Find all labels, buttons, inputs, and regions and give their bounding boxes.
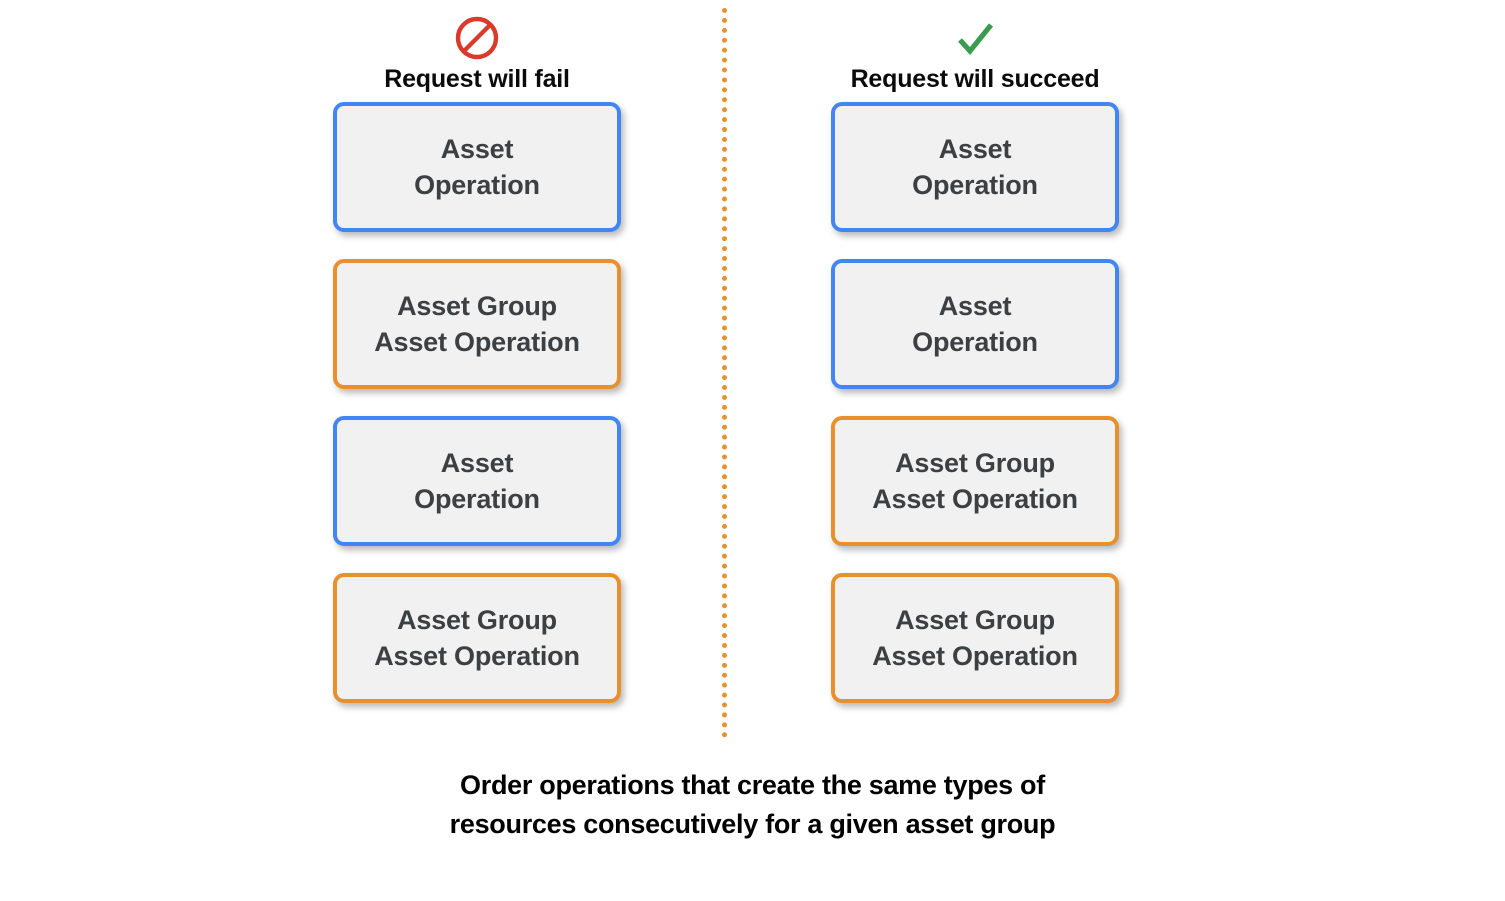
column-fail-title: Request will fail bbox=[384, 65, 570, 93]
card-label: Asset Operation bbox=[414, 134, 540, 200]
caption-line-2: resources consecutively for a given asse… bbox=[449, 809, 1056, 839]
card-label: Asset Operation bbox=[912, 291, 1038, 357]
column-succeed: Request will succeed Asset Operation Ass… bbox=[827, 14, 1123, 703]
column-fail: Request will fail Asset Operation Asset … bbox=[329, 14, 625, 703]
card-succeed-4: Asset Group Asset Operation bbox=[831, 573, 1119, 703]
card-label: Asset Operation bbox=[912, 134, 1038, 200]
card-label: Asset Group Asset Operation bbox=[872, 605, 1078, 671]
card-label: Asset Group Asset Operation bbox=[872, 448, 1078, 514]
card-fail-4: Asset Group Asset Operation bbox=[333, 573, 621, 703]
card-succeed-3: Asset Group Asset Operation bbox=[831, 416, 1119, 546]
diagram-caption: Order operations that create the same ty… bbox=[0, 766, 1505, 844]
card-label: Asset Group Asset Operation bbox=[374, 605, 580, 671]
check-icon bbox=[958, 23, 994, 55]
card-fail-2: Asset Group Asset Operation bbox=[333, 259, 621, 389]
column-succeed-title: Request will succeed bbox=[850, 65, 1100, 93]
column-succeed-header: Request will succeed bbox=[827, 14, 1123, 94]
card-fail-3: Asset Operation bbox=[333, 416, 621, 546]
prohibited-icon bbox=[455, 16, 499, 60]
card-succeed-1: Asset Operation bbox=[831, 102, 1119, 232]
column-fail-card-list: Asset Operation Asset Group Asset Operat… bbox=[329, 102, 625, 703]
column-succeed-card-list: Asset Operation Asset Operation Asset Gr… bbox=[827, 102, 1123, 703]
card-label: Asset Operation bbox=[414, 448, 540, 514]
card-succeed-2: Asset Operation bbox=[831, 259, 1119, 389]
caption-line-1: Order operations that create the same ty… bbox=[460, 770, 1045, 800]
card-label: Asset Group Asset Operation bbox=[374, 291, 580, 357]
column-fail-header: Request will fail bbox=[329, 14, 625, 94]
card-fail-1: Asset Operation bbox=[333, 102, 621, 232]
column-divider bbox=[722, 8, 727, 738]
